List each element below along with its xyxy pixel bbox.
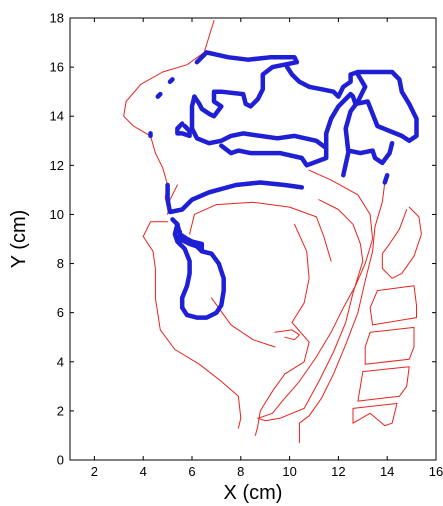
series-layer [123, 20, 422, 444]
thin-contour-8 [257, 169, 374, 419]
x-tick-label: 12 [331, 464, 345, 479]
thin-contour-6 [254, 223, 310, 436]
thin-contour-2 [142, 221, 242, 429]
x-axis-label: X (cm) [224, 482, 283, 504]
thin-contour-11 [381, 206, 422, 279]
thick-contour-24 [155, 91, 163, 99]
thick-contour-22 [172, 222, 226, 320]
x-tick-label: 4 [140, 464, 147, 479]
y-tick-label: 14 [50, 109, 64, 124]
y-tick-label: 0 [57, 453, 64, 468]
thin-contour-12 [369, 285, 417, 326]
y-tick-label: 12 [50, 158, 64, 173]
y-axis-label: Y (cm) [8, 210, 30, 269]
x-tick-label: 8 [237, 464, 244, 479]
y-tick-label: 18 [50, 11, 64, 26]
thick-contour-16 [192, 50, 300, 119]
thick-contour-17 [189, 94, 329, 168]
thick-contour-27 [341, 150, 351, 178]
thin-contour-15 [352, 403, 398, 427]
y-tick-label: 8 [57, 256, 64, 271]
x-tick-label: 16 [429, 464, 443, 479]
axes-frame [69, 17, 437, 461]
thick-contour-25 [167, 77, 175, 85]
thin-contour-3 [189, 201, 332, 262]
x-tick-label: 14 [380, 464, 394, 479]
thin-contour-9 [298, 182, 386, 444]
thin-contour-13 [364, 326, 415, 365]
y-tick-label: 2 [57, 403, 64, 418]
thin-contour-7 [318, 199, 364, 262]
thick-contour-28 [382, 172, 390, 185]
tick-layer: 2 4 6 8 10 12 14 16 0 2 4 6 8 10 12 14 16 18 [50, 11, 443, 480]
thick-contour-21 [170, 217, 205, 254]
y-tick-label: 4 [57, 354, 64, 369]
x-tick-label: 10 [282, 464, 296, 479]
y-tick-label: 16 [50, 60, 64, 75]
x-tick-label: 2 [91, 464, 98, 479]
thin-contour-10 [257, 260, 364, 422]
x-tick-label: 6 [188, 464, 195, 479]
thin-contour-14 [357, 366, 410, 402]
y-tick-label: 10 [50, 207, 64, 222]
thick-contour-23 [175, 121, 192, 139]
thin-contour-5 [274, 329, 300, 341]
thick-contour-18 [284, 64, 419, 151]
y-tick-label: 6 [57, 305, 64, 320]
thick-contour-20 [165, 180, 305, 215]
thin-contour-0 [123, 20, 215, 208]
thick-contour-19 [343, 72, 395, 166]
thin-contour-4 [211, 297, 276, 348]
